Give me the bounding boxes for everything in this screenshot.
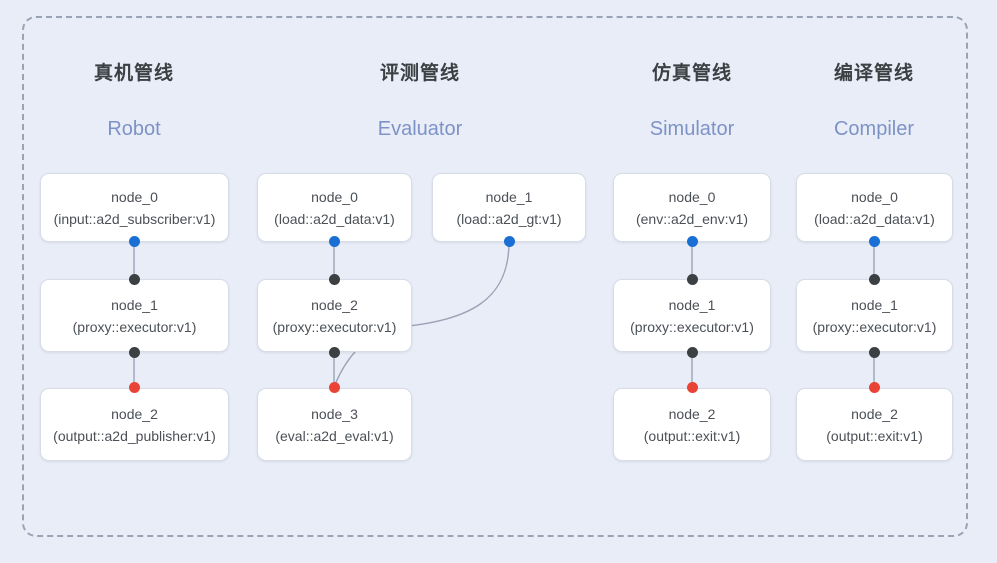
node-type: (proxy::executor:v1) xyxy=(630,318,754,335)
node-name: node_2 xyxy=(111,405,158,422)
node-name: node_0 xyxy=(111,188,158,205)
port-dot-in[interactable] xyxy=(128,346,140,358)
node-name: node_2 xyxy=(311,296,358,313)
port-dot-out-blue[interactable] xyxy=(128,235,140,247)
node-name: node_1 xyxy=(111,296,158,313)
node-type: (proxy::executor:v1) xyxy=(72,318,197,335)
port-dot-out-blue[interactable] xyxy=(328,235,340,247)
node-name: node_1 xyxy=(668,296,716,313)
node-box[interactable]: node_0(load::a2d_data:v1) xyxy=(796,173,953,242)
node-name: node_2 xyxy=(851,405,898,422)
port-dot-out-blue[interactable] xyxy=(503,235,515,247)
port-dot-in[interactable] xyxy=(328,273,340,285)
node-box[interactable]: node_1(proxy::executor:v1) xyxy=(613,279,771,352)
node-box[interactable]: node_2(output::a2d_publisher:v1) xyxy=(40,388,229,461)
port-dot-out-red[interactable] xyxy=(128,381,140,393)
port-dot-out-red[interactable] xyxy=(328,381,340,393)
edge-evaluator-n1-to-n3 xyxy=(333,241,510,388)
port-dot-out-blue[interactable] xyxy=(686,235,698,247)
node-name: node_1 xyxy=(851,296,898,313)
port-dot-out-red[interactable] xyxy=(868,381,880,393)
node-box[interactable]: node_1(load::a2d_gt:v1) xyxy=(432,173,586,242)
node-name: node_3 xyxy=(311,405,358,422)
port-dot-out-blue[interactable] xyxy=(868,235,880,247)
node-type: (load::a2d_data:v1) xyxy=(814,210,935,227)
dashed-outer-frame xyxy=(22,16,968,537)
node-type: (output::a2d_publisher:v1) xyxy=(53,427,216,444)
port-dot-in[interactable] xyxy=(686,273,698,285)
node-name: node_0 xyxy=(851,188,898,205)
node-type: (eval::a2d_eval:v1) xyxy=(275,427,394,444)
node-type: (output::exit:v1) xyxy=(643,427,741,444)
port-dot-out-red[interactable] xyxy=(686,381,698,393)
node-box[interactable]: node_1(proxy::executor:v1) xyxy=(40,279,229,352)
port-dot-in[interactable] xyxy=(686,346,698,358)
node-type: (load::a2d_data:v1) xyxy=(274,210,395,227)
node-box[interactable]: node_0(env::a2d_env:v1) xyxy=(613,173,771,242)
node-box[interactable]: node_2(proxy::executor:v1) xyxy=(257,279,412,352)
node-name: node_0 xyxy=(311,188,358,205)
node-box[interactable]: node_3(eval::a2d_eval:v1) xyxy=(257,388,412,461)
node-box[interactable]: node_2(output::exit:v1) xyxy=(796,388,953,461)
node-type: (proxy::executor:v1) xyxy=(812,318,937,335)
port-dot-in[interactable] xyxy=(328,346,340,358)
node-box[interactable]: node_0(input::a2d_subscriber:v1) xyxy=(40,173,229,242)
node-type: (env::a2d_env:v1) xyxy=(635,210,749,227)
port-dot-in[interactable] xyxy=(868,273,880,285)
port-dot-in[interactable] xyxy=(868,346,880,358)
node-type: (load::a2d_gt:v1) xyxy=(456,210,562,227)
port-dot-in[interactable] xyxy=(128,273,140,285)
node-type: (input::a2d_subscriber:v1) xyxy=(53,210,216,227)
node-type: (output::exit:v1) xyxy=(826,427,923,444)
node-name: node_1 xyxy=(485,188,533,205)
node-name: node_0 xyxy=(668,188,716,205)
node-name: node_2 xyxy=(668,405,716,422)
node-type: (proxy::executor:v1) xyxy=(272,318,397,335)
node-box[interactable]: node_2(output::exit:v1) xyxy=(613,388,771,461)
